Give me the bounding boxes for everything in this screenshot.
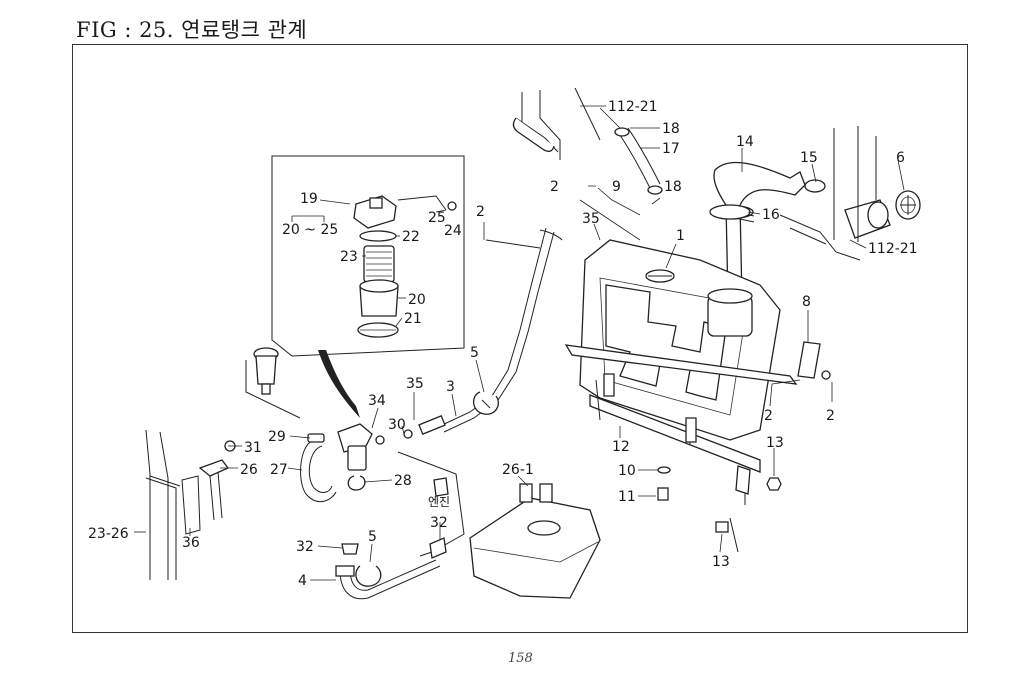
callout-13-low: 13 [712, 554, 730, 570]
callout-6: 6 [896, 150, 905, 166]
upper-frame-structure [512, 87, 601, 160]
callout-12: 12 [612, 439, 630, 455]
fuel-pipe-3 [418, 227, 563, 435]
callout-112-21-top: 112-21 [608, 99, 658, 115]
callout-24: 24 [444, 223, 462, 239]
bracket-8 [797, 341, 831, 380]
callout-3: 3 [446, 379, 455, 395]
bolts-10-11-13 [657, 466, 782, 553]
engine-line [397, 451, 465, 559]
callout-27: 27 [270, 462, 288, 478]
callout-26: 26 [240, 462, 258, 478]
callout-13-top: 13 [766, 435, 784, 451]
callout-32-left: 32 [296, 539, 314, 555]
callout-18-mid: 18 [664, 179, 682, 195]
fuel-tank-1 [579, 239, 781, 441]
page-number: 158 [508, 651, 533, 666]
callout-10: 10 [618, 463, 636, 479]
callout-23-26: 23-26 [88, 526, 129, 542]
hose-clamp-5-top [473, 391, 499, 415]
hose-27 [300, 439, 337, 503]
callout-4: 4 [298, 573, 307, 589]
callout-32-right: 32 [430, 515, 448, 531]
callout-28: 28 [394, 473, 412, 489]
callout-22: 22 [402, 229, 420, 245]
callout-14: 14 [736, 134, 754, 150]
figure-title: FIG : 25. 연료탱크 관계 [76, 18, 308, 42]
callout-112-21-right: 112-21 [868, 241, 918, 257]
callout-2-mid: 2 [550, 179, 559, 195]
callout-19: 19 [300, 191, 318, 207]
callout-2-left: 2 [476, 204, 485, 220]
callout-labels: 112-21 18 17 14 15 6 2 9 18 16 112-21 2 … [88, 99, 918, 589]
hose-17 [614, 127, 663, 195]
mounting-rail-12 [564, 344, 798, 505]
callout-36: 36 [182, 535, 200, 551]
callout-engine: 엔진 [428, 495, 450, 509]
callout-23: 23 [340, 249, 358, 265]
callout-21: 21 [404, 311, 422, 327]
hose-4 [335, 547, 445, 600]
callout-26-1: 26-1 [502, 462, 534, 478]
fuel-filter-inset [271, 155, 465, 357]
sediment-bowl [245, 347, 301, 419]
clamp-28 [347, 475, 366, 491]
callout-17: 17 [662, 141, 680, 157]
clamp-32-left [341, 543, 359, 555]
clamp-16 [709, 204, 751, 220]
detail-arrow [318, 350, 360, 418]
callout-25: 25 [428, 210, 446, 226]
callout-5-top: 5 [470, 345, 479, 361]
diagram-frame [72, 44, 968, 633]
callout-34: 34 [368, 393, 386, 409]
callout-11: 11 [618, 489, 636, 505]
callout-8: 8 [802, 294, 811, 310]
callout-30: 30 [388, 417, 406, 433]
callout-1: 1 [676, 228, 685, 244]
clamp-29 [307, 433, 325, 443]
callout-29: 29 [268, 429, 286, 445]
leader-lines [134, 105, 905, 581]
fuel-cap-6 [804, 179, 921, 239]
callout-31: 31 [244, 440, 262, 456]
callout-18-top: 18 [662, 121, 680, 137]
fuel-filter-34 [337, 423, 413, 471]
callout-2-r2: 2 [826, 408, 835, 424]
callout-35-mid: 35 [582, 211, 600, 227]
callout-20: 20 [408, 292, 426, 308]
callout-15: 15 [800, 150, 818, 166]
left-frame-23-26 [145, 429, 236, 580]
right-frame-member [779, 126, 877, 261]
callout-5-low: 5 [368, 529, 377, 545]
reserve-tank-26-1 [469, 483, 601, 599]
callout-16: 16 [762, 207, 780, 223]
callout-2-r1: 2 [764, 408, 773, 424]
callout-35-low: 35 [406, 376, 424, 392]
callout-20-25: 20 ~ 25 [282, 222, 338, 238]
callout-9: 9 [612, 179, 621, 195]
